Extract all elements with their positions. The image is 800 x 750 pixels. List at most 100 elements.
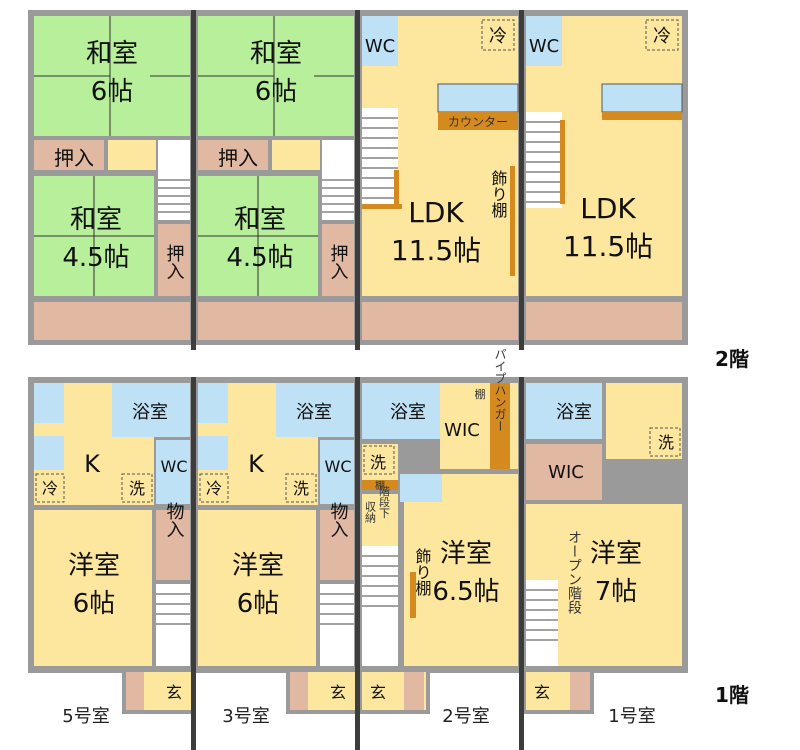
label-rei-b: 冷 — [206, 479, 222, 498]
unit-label-2: 2号室 — [442, 706, 489, 727]
stair-d — [526, 112, 562, 208]
wc-b — [320, 440, 354, 504]
party-wall-lower-3 — [519, 377, 524, 750]
hall-b — [272, 140, 320, 170]
bath-b — [276, 383, 354, 437]
label-genkan-b: 玄 — [330, 683, 346, 702]
washer-d — [649, 427, 681, 457]
label-ldk-d: LDK — [580, 192, 636, 225]
label-ldk-c: LDK — [408, 196, 464, 229]
label-oshiire-a2: 押入 — [164, 244, 185, 280]
unit-label-3: 3号室 — [222, 706, 269, 727]
shelf-strip-c — [510, 166, 515, 276]
counter-c — [438, 112, 518, 130]
label-youshitsu-c: 洋室 — [440, 539, 492, 569]
party-wall-upper-1 — [191, 10, 196, 350]
fridge-a — [35, 473, 65, 503]
shelf-c — [362, 480, 398, 490]
stair-a-low — [156, 584, 190, 666]
label-oshiire-b2: 押入 — [328, 244, 349, 280]
balcony-a — [34, 302, 190, 340]
unit-label-1: 1号室 — [608, 706, 655, 727]
fridge-b — [199, 473, 229, 503]
unit-label-5: 5号室 — [62, 706, 109, 727]
stove-a — [34, 436, 64, 470]
label-size-a1: 6帖 — [91, 77, 134, 107]
shoe-a — [126, 672, 144, 710]
label-size-c: 11.5帖 — [391, 234, 481, 267]
label-oshiire-a1: 押入 — [54, 146, 94, 170]
label-kaidanshita-c: 階段下 — [378, 484, 391, 519]
party-wall-upper-2 — [355, 10, 360, 350]
washstand-c2 — [404, 474, 442, 502]
label-wc-c: WC — [365, 36, 395, 57]
fridge-d — [645, 19, 679, 51]
counter-d — [602, 112, 682, 120]
label-size-b2: 4.5帖 — [226, 243, 293, 273]
label-bath-b: 浴室 — [296, 402, 332, 423]
stair-rail-c2 — [394, 170, 399, 206]
label-size-b-low: 6帖 — [237, 589, 280, 619]
hall-a — [108, 140, 156, 170]
wic-d — [526, 444, 602, 500]
stair-rail-c — [362, 204, 402, 209]
label-size-a2: 4.5帖 — [62, 243, 129, 273]
oshiire-a-1 — [34, 140, 104, 170]
stair-treads-lower — [156, 555, 558, 641]
label-size-a-low: 6帖 — [73, 589, 116, 619]
label-bath-a: 浴室 — [132, 402, 168, 423]
label-wc-a: WC — [161, 457, 188, 476]
kitchen-c — [437, 83, 519, 113]
label-washitsu-a1: 和室 — [86, 39, 138, 69]
oshiire-b-2 — [322, 224, 354, 296]
oshiire-a-2 — [158, 224, 190, 296]
balcony-b — [198, 302, 354, 340]
tatami-lines — [34, 16, 354, 296]
label-wic-c: WIC — [444, 420, 480, 441]
kazari-c-low — [410, 572, 416, 618]
floor-label-lower: 1階 — [715, 683, 749, 707]
label-genkan-d: 玄 — [534, 683, 550, 702]
upper-floor: 和室 6帖 押入 和室 4.5帖 押入 和室 6帖 押入 和室 4.5帖 押入 … — [28, 10, 749, 371]
label-washitsu-b1: 和室 — [250, 39, 302, 69]
shoe-b — [290, 672, 308, 710]
stair-d-low — [526, 580, 558, 666]
label-shuno-c: 収納 — [364, 501, 377, 524]
label-sen-c: 洗 — [370, 453, 386, 472]
label-bath-c: 浴室 — [390, 402, 426, 423]
stair-rail-d — [560, 120, 565, 204]
bath-d — [526, 383, 602, 439]
label-kazari-c: 飾り棚 — [489, 170, 508, 219]
label-oshiire-b1: 押入 — [218, 146, 258, 170]
wash-d — [606, 383, 682, 459]
label-rei-c: 冷 — [489, 26, 507, 47]
label-tana-c: 棚 — [475, 387, 486, 401]
balcony-c — [362, 302, 518, 340]
label-tana-c2: 棚 — [375, 479, 385, 492]
label-size-b1: 6帖 — [255, 77, 298, 107]
washer-b — [285, 473, 317, 503]
party-wall-lower-2 — [355, 377, 360, 750]
label-wic-d: WIC — [548, 462, 584, 483]
label-kazari-c-low: 飾り棚 — [413, 548, 432, 597]
label-wc-d: WC — [529, 36, 559, 57]
label-genkan-a: 玄 — [166, 683, 182, 702]
label-rei-a: 冷 — [42, 479, 58, 498]
label-monoire-b: 物入 — [328, 502, 349, 538]
balcony-d — [526, 302, 682, 340]
sink-a — [34, 383, 64, 423]
party-wall-upper-3 — [519, 10, 524, 350]
label-pipe-c: パイプハンガー — [493, 348, 507, 432]
label-youshitsu-d: 洋室 — [590, 539, 642, 569]
fridge-c — [481, 19, 515, 51]
label-k-b: K — [248, 450, 265, 478]
label-washitsu-a2: 和室 — [70, 205, 122, 235]
party-wall-lower-1 — [191, 377, 196, 750]
kitchen-d — [601, 83, 683, 113]
bath-c — [362, 383, 440, 439]
wc-c — [362, 16, 398, 66]
label-size-d-low: 7帖 — [595, 577, 638, 607]
label-youshitsu-b: 洋室 — [232, 551, 284, 581]
shoe-d — [570, 672, 590, 710]
appliance-boxes — [35, 427, 681, 503]
